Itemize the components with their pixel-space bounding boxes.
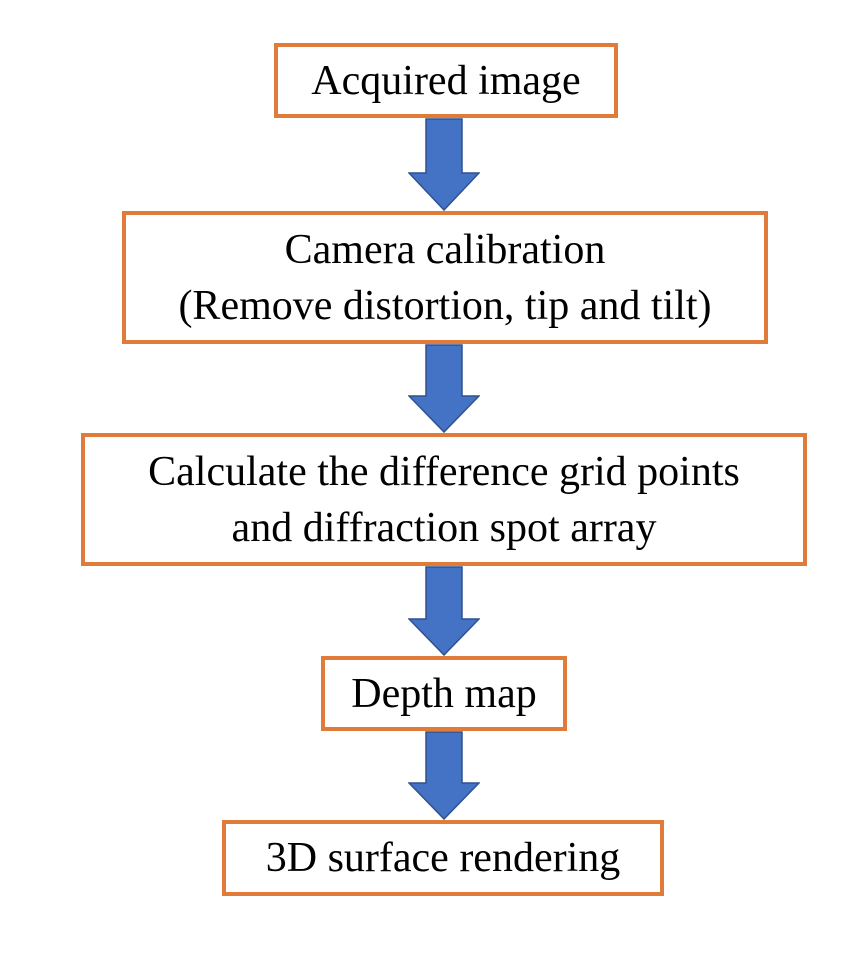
step-label: Depth map — [351, 670, 537, 717]
step-acquired-image: Acquired image — [274, 43, 618, 118]
down-arrow-icon — [408, 566, 480, 656]
down-arrow-icon — [408, 731, 480, 820]
step-label-continued: and diffraction spot array — [231, 504, 657, 551]
step-sublabel: (Remove distortion, tip and tilt) — [178, 282, 712, 329]
step-calculate-difference: Calculate the difference grid points and… — [81, 433, 807, 566]
step-depth-map: Depth map — [321, 656, 567, 731]
down-arrow-icon — [408, 344, 480, 433]
step-label: Acquired image — [311, 57, 581, 104]
step-3d-surface-rendering: 3D surface rendering — [222, 820, 664, 896]
step-label: 3D surface rendering — [265, 835, 621, 881]
down-arrow-icon — [408, 118, 480, 211]
step-camera-calibration: Camera calibration (Remove distortion, t… — [122, 211, 768, 344]
step-label: Camera calibration — [284, 226, 606, 273]
step-label: Calculate the difference grid points — [148, 448, 740, 495]
